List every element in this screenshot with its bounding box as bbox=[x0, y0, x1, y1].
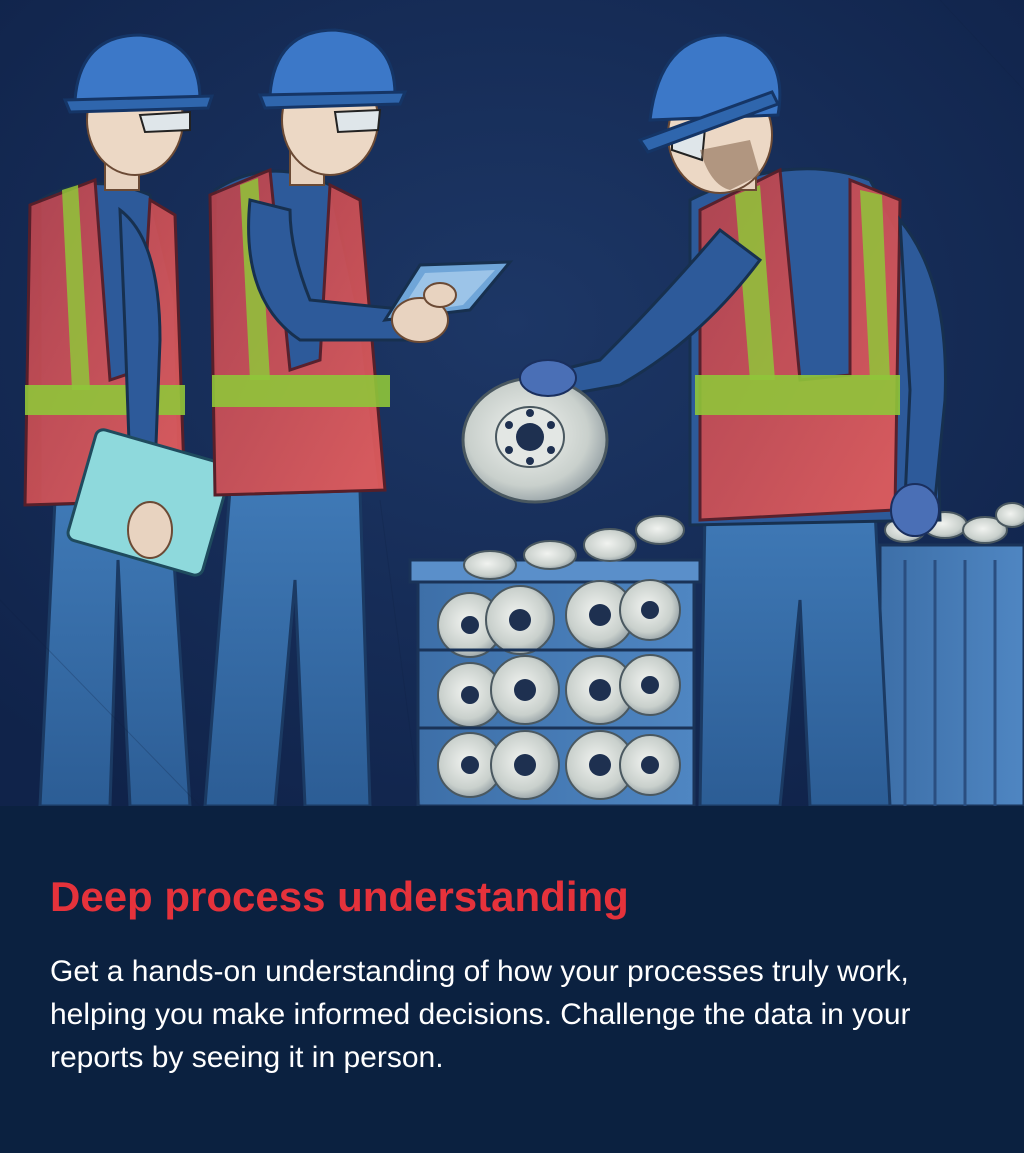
worker-middle bbox=[203, 28, 514, 806]
feature-description: Get a hands-on understanding of how your… bbox=[50, 955, 911, 1074]
hard-hat-icon bbox=[73, 33, 202, 102]
brake-disc-crate-front bbox=[408, 515, 702, 806]
safety-glasses-icon bbox=[333, 108, 382, 134]
brake-disc-icon bbox=[461, 376, 609, 504]
feature-text: Deep process understanding Get a hands-o… bbox=[50, 868, 980, 1079]
feature-headline: Deep process understanding bbox=[50, 873, 629, 920]
workers-inspection-illustration bbox=[0, 0, 1024, 806]
worker-left bbox=[23, 33, 233, 806]
glove-icon bbox=[519, 359, 577, 397]
worker-right bbox=[461, 33, 947, 806]
hard-hat-icon bbox=[268, 28, 397, 97]
hard-hat-icon bbox=[648, 33, 782, 122]
safety-glasses-icon bbox=[138, 110, 191, 134]
brake-disc-crate-right bbox=[878, 502, 1024, 806]
glove-icon bbox=[890, 483, 940, 537]
